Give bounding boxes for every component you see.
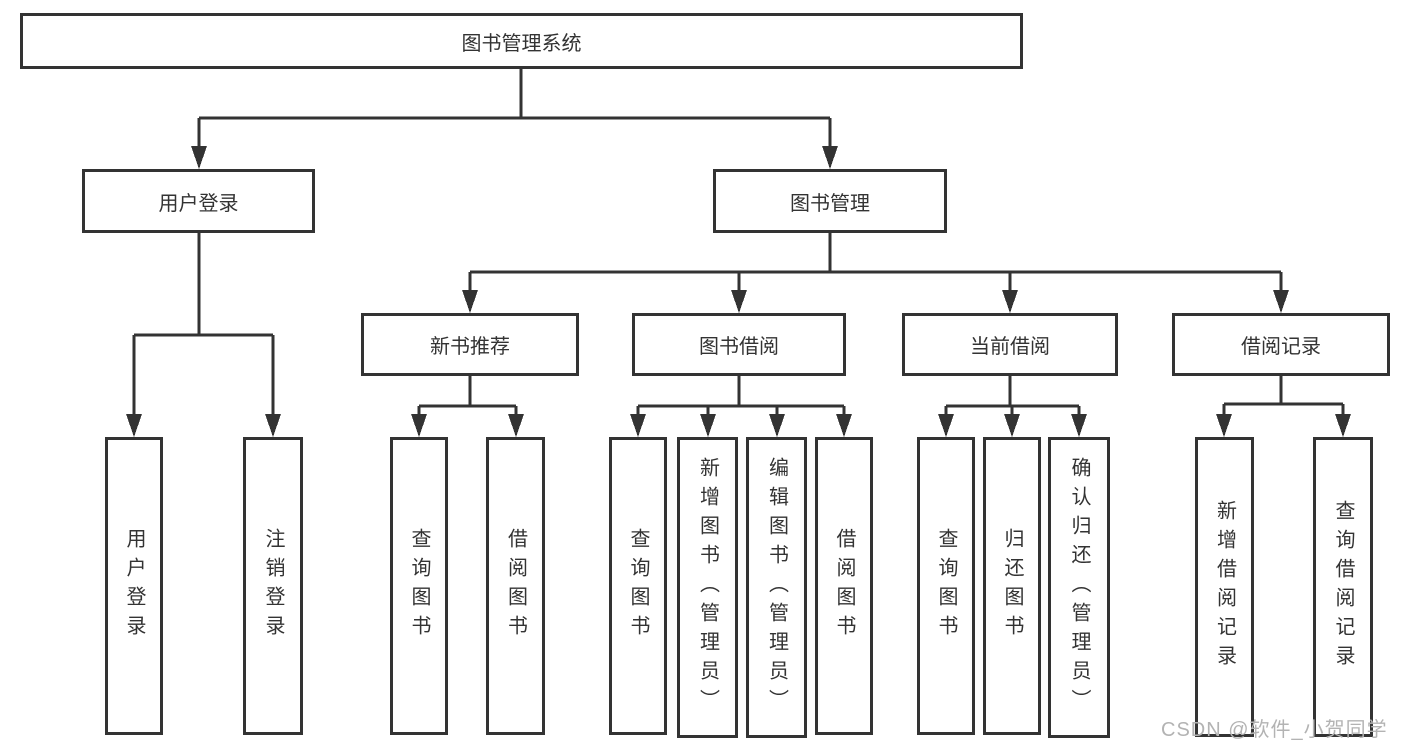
arrowhead-icon [1273,290,1289,313]
node-borrow-records: 借阅记录 [1172,313,1390,376]
arrowhead-icon [126,414,142,437]
node-root-system: 图书管理系统 [20,13,1023,69]
node-label: 用户登录 [158,192,239,215]
node-current-borrow: 当前借阅 [902,313,1118,376]
leaf-query-book-1: 查询图书 [390,437,448,735]
leaf-return-book: 归还图书 [983,437,1041,735]
node-label: 归还图书 [1001,528,1023,644]
connector-root-to-level2 [191,69,838,169]
leaf-query-book-3: 查询图书 [917,437,975,735]
node-label: 图书借阅 [699,336,779,358]
arrowhead-icon [1002,290,1018,313]
node-label: 用户登录 [123,528,145,644]
node-user-login: 用户登录 [82,169,315,233]
node-label: 编辑图书（管理员） [765,457,788,718]
node-label: 借阅图书 [504,528,527,644]
arrowhead-icon [630,414,646,437]
node-book-borrow: 图书借阅 [632,313,846,376]
leaf-add-borrow-record: 新增借阅记录 [1195,437,1254,737]
node-label: 查询图书 [408,528,430,644]
node-label: 查询借阅记录 [1332,500,1354,674]
arrowhead-icon [1216,414,1232,437]
leaf-borrow-book-1: 借阅图书 [486,437,545,735]
arrowhead-icon [1071,414,1087,437]
node-label: 注销登录 [262,528,284,644]
csdn-watermark: CSDN @软件_小贺同学 [1161,719,1388,741]
leaf-edit-book-admin: 编辑图书（管理员） [746,437,807,738]
connector-bookmgmt-to-level3 [462,233,1289,313]
connector-records-to-leaves [1216,376,1351,437]
leaf-query-book-2: 查询图书 [609,437,667,735]
connector-userlogin-to-leaves [126,232,281,437]
arrowhead-icon [822,146,838,169]
connector-newbook-to-leaves [411,376,524,437]
arrowhead-icon [1004,414,1020,437]
node-label: 新增借阅记录 [1213,500,1236,674]
arrowhead-icon [462,290,478,313]
arrowhead-icon [836,414,852,437]
node-label: 新增图书（管理员） [696,457,719,718]
node-label: 借阅图书 [833,528,855,644]
arrowhead-icon [191,146,207,169]
node-label: 查询图书 [935,528,957,644]
arrowhead-icon [411,414,427,437]
leaf-user-login: 用户登录 [105,437,163,735]
arrowhead-icon [731,290,747,313]
arrowhead-icon [1335,414,1351,437]
leaf-add-book-admin: 新增图书（管理员） [677,437,738,738]
node-label: 确认归还（管理员） [1068,457,1090,718]
node-label: 新书推荐 [430,336,510,358]
leaf-confirm-return-admin: 确认归还（管理员） [1048,437,1110,738]
arrowhead-icon [700,414,716,437]
leaf-borrow-book-2: 借阅图书 [815,437,873,735]
leaf-query-borrow-record: 查询借阅记录 [1313,437,1373,737]
leaf-logout: 注销登录 [243,437,303,735]
arrowhead-icon [265,414,281,437]
node-label: 图书管理系统 [461,32,582,55]
connector-borrow-to-leaves [630,376,852,437]
node-label: 图书管理 [790,192,870,215]
node-label: 当前借阅 [970,336,1050,358]
node-label: 查询图书 [627,528,649,644]
node-label: 借阅记录 [1241,336,1321,358]
arrowhead-icon [508,414,524,437]
connector-current-to-leaves [938,376,1087,437]
arrowhead-icon [769,414,785,437]
node-book-management: 图书管理 [713,169,947,233]
arrowhead-icon [938,414,954,437]
node-new-book-recommend: 新书推荐 [361,313,579,376]
